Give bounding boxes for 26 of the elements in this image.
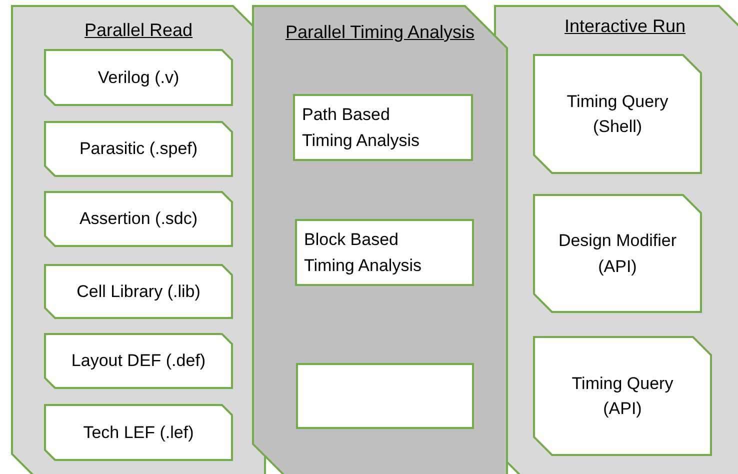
box-label: Layout DEF (.def) xyxy=(71,350,206,372)
process-box xyxy=(295,219,474,286)
box-label: Verilog (.v) xyxy=(98,66,180,89)
process-box xyxy=(293,94,473,161)
process-box xyxy=(44,121,233,177)
process-box xyxy=(533,336,712,456)
box-label: Block Based Timing Analysis xyxy=(304,229,422,276)
box-label: Parasitic (.spef) xyxy=(79,138,198,160)
process-box xyxy=(296,363,474,429)
process-box xyxy=(44,404,233,461)
box-label: Cell Library (.lib) xyxy=(76,280,200,303)
panel-title: Parallel Read xyxy=(84,20,193,41)
process-box xyxy=(44,191,233,247)
process-box xyxy=(44,49,233,106)
process-box xyxy=(533,194,702,313)
box-label: Timing Query (API) xyxy=(570,372,674,420)
box-label: Design Modifier (API) xyxy=(557,230,678,278)
process-box xyxy=(533,54,702,174)
panel-title: Parallel Timing Analysis xyxy=(285,22,475,43)
box-label: Assertion (.sdc) xyxy=(79,208,198,230)
panel-title: Interactive Run xyxy=(564,16,686,37)
box-label: Path Based Timing Analysis xyxy=(302,104,420,152)
process-box xyxy=(44,264,233,319)
process-box xyxy=(44,333,233,389)
box-label: Tech LEF (.lef) xyxy=(83,422,194,444)
box-label: Timing Query (Shell) xyxy=(566,90,670,138)
